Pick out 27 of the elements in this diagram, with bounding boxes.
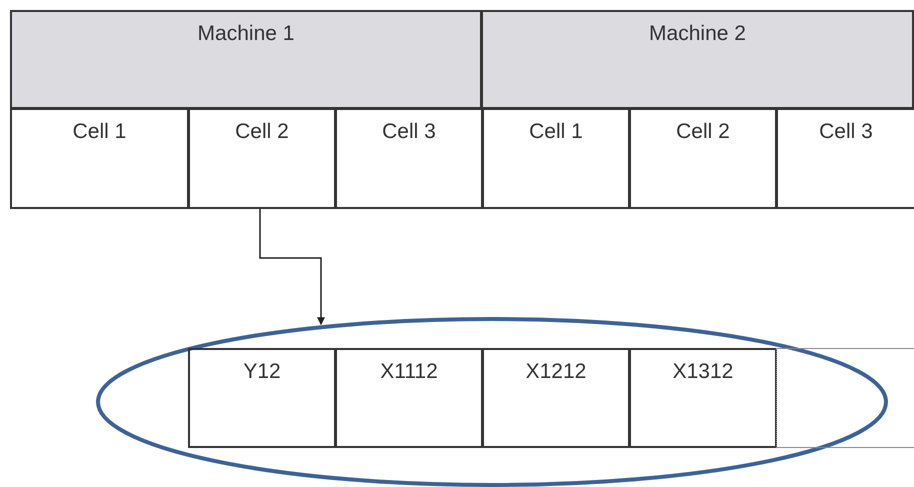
cell-label: X1212 [524,359,588,384]
table-cell [188,108,336,209]
cell-label: Y12 [242,359,282,384]
cell-label: X1112 [379,359,439,384]
header-cell [10,10,482,109]
arrow [259,209,325,326]
header-cell [481,10,914,109]
table-cell [629,348,777,448]
table-cell [335,108,483,209]
cell-label: Cell 1 [528,119,584,144]
table-cell [776,348,914,448]
table-cell [335,348,483,448]
ellipse-outline [95,316,889,487]
table-cell [482,348,630,448]
cell-label: Cell 3 [381,119,437,144]
cell-label: X1312 [672,359,734,384]
cell-label: Cell 3 [818,119,874,144]
table-cell [10,108,189,209]
table-cell [776,108,914,209]
cell-label: Cell 2 [234,119,290,144]
cell-label: Cell 2 [675,119,731,144]
table-cell [188,348,336,448]
header-label: Machine 2 [648,21,747,46]
table-cell [482,108,630,209]
table-cell [629,108,777,209]
cell-label: Cell 1 [72,119,128,144]
header-label: Machine 1 [196,21,296,46]
